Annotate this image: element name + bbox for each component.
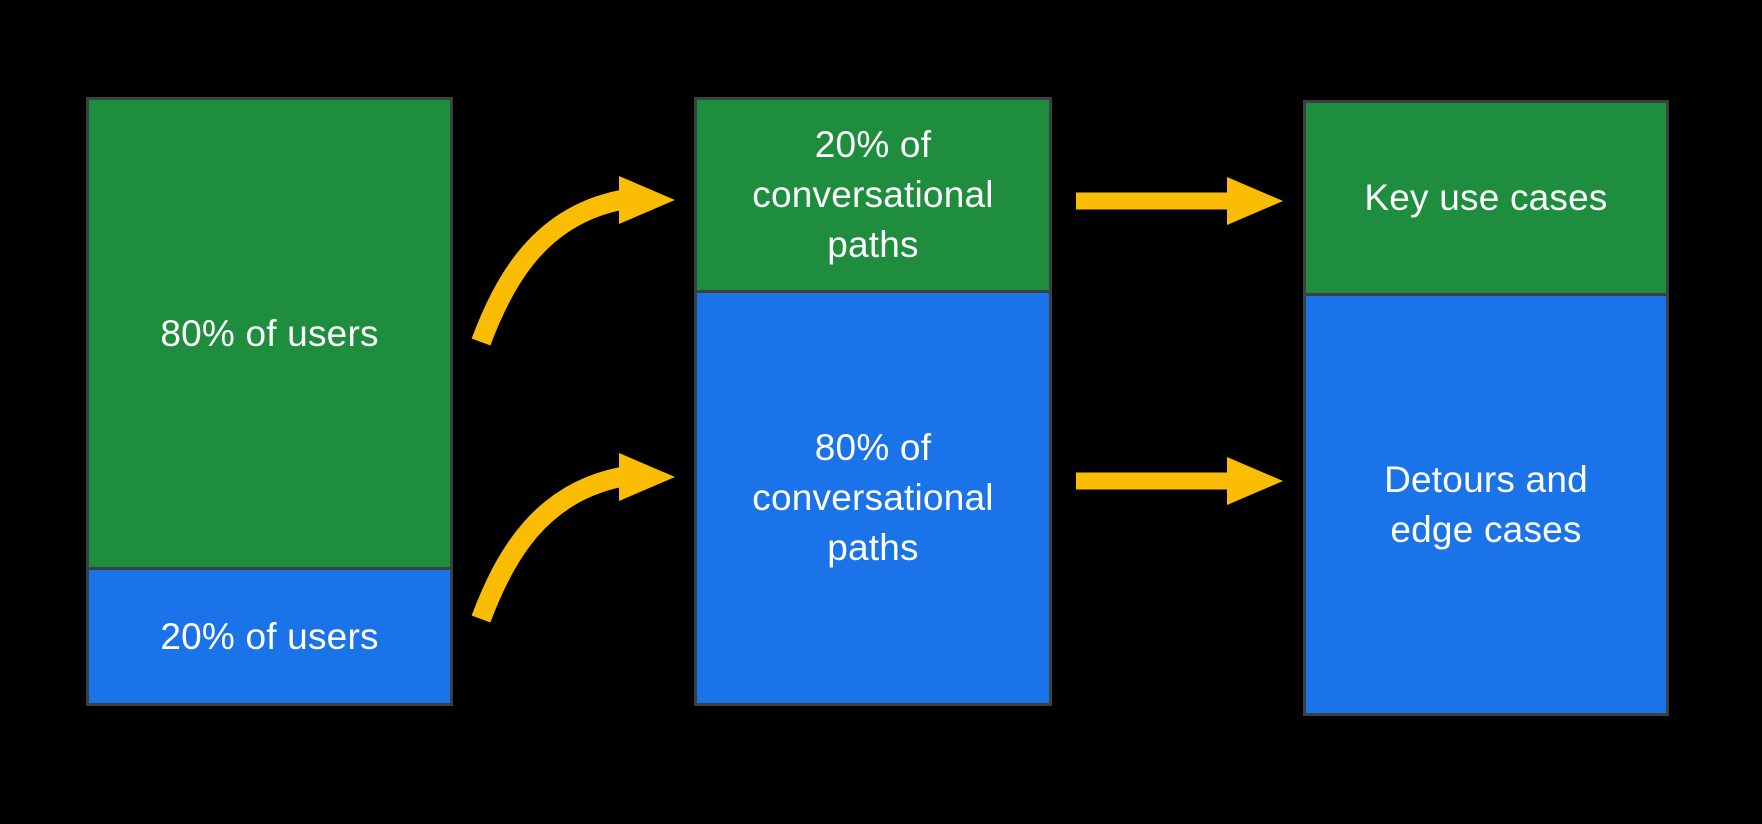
paths-majority-label: 80% of conversational paths xyxy=(752,427,994,568)
detours-edge-cases-segment: Detours and edge cases xyxy=(1306,293,1666,713)
curved-arrow-icon xyxy=(471,453,675,623)
users-minority-label: 20% of users xyxy=(160,615,379,657)
paths-majority-segment: 80% of conversational paths xyxy=(697,290,1049,703)
users-majority-segment: 80% of users xyxy=(89,100,450,567)
detours-edge-cases-label: Detours and edge cases xyxy=(1384,458,1588,550)
curved-arrow-icon xyxy=(471,176,675,346)
users-majority-label: 80% of users xyxy=(160,312,379,354)
key-use-cases-label: Key use cases xyxy=(1364,177,1608,218)
users-minority-segment: 20% of users xyxy=(89,567,450,703)
users-column: 80% of users 20% of users xyxy=(86,97,453,706)
straight-arrow-icon xyxy=(1076,177,1283,225)
key-use-cases-segment: Key use cases xyxy=(1306,103,1666,293)
straight-arrow-icon xyxy=(1076,457,1283,505)
paths-minority-label: 20% of conversational paths xyxy=(752,124,994,265)
outcomes-column: Key use cases Detours and edge cases xyxy=(1303,100,1669,716)
conversational-paths-column: 20% of conversational paths 80% of conve… xyxy=(694,97,1052,706)
paths-minority-segment: 20% of conversational paths xyxy=(697,100,1049,290)
